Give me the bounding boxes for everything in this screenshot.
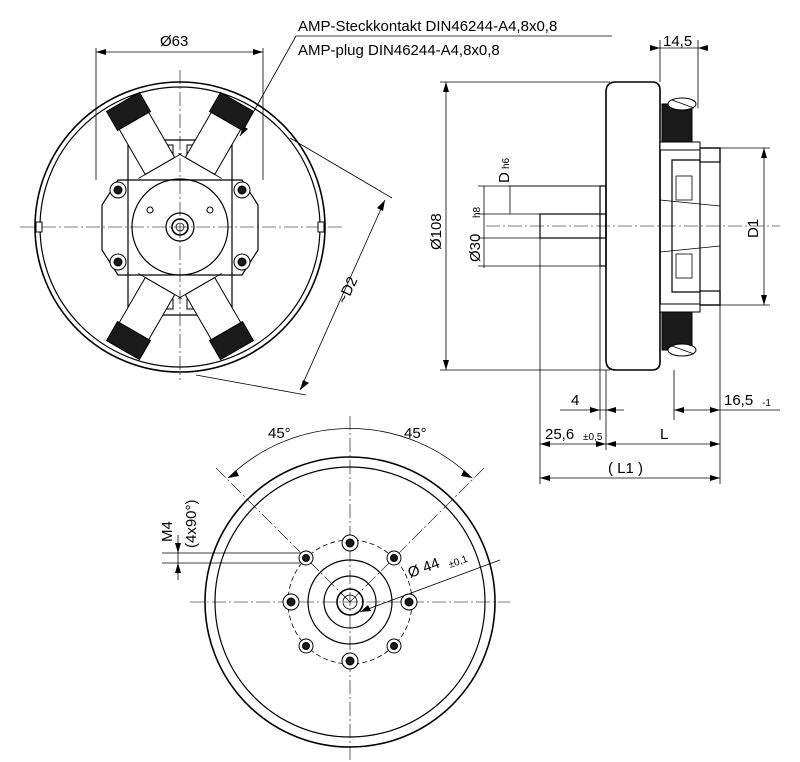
brush-holder-bottom-right xyxy=(178,273,255,361)
dim-d1-label: D1 xyxy=(745,219,762,238)
dim-l-label: L xyxy=(660,426,668,443)
dim-4-label: 4 xyxy=(571,392,579,409)
dim-l1-label: ( L1 ) xyxy=(608,460,643,477)
rear-view: 45° 45° M4 (4x90°) Ø 44 ±0,1 xyxy=(159,416,510,760)
side-view: Ø108 Ø30 h8 D h6 14,5 xyxy=(428,33,780,484)
brush-holder-bottom-left xyxy=(105,273,182,361)
dim-bottom-lines xyxy=(539,238,780,484)
dim-m4 xyxy=(162,535,300,580)
dim-phi30-tol: h8 xyxy=(472,206,483,218)
dim-d1 xyxy=(720,147,770,306)
dim-phi44-tol: ±0,1 xyxy=(447,554,469,571)
dim-phi108-label: Ø108 xyxy=(428,213,445,250)
callout-line1: AMP-Steckkontakt DIN46244-A4,8x0,8 xyxy=(298,18,557,35)
front-screw-heads xyxy=(109,181,251,271)
dim-phi44-label: Ø 44 xyxy=(406,555,442,582)
rear-bolts xyxy=(282,534,418,670)
dim-25-6-label: 25,6 xyxy=(545,426,574,443)
dim-14-5-label: 14,5 xyxy=(663,33,692,50)
dim-d2 xyxy=(195,137,393,396)
dim-16-5-label: 16,5 xyxy=(724,392,753,409)
side-brush-top xyxy=(659,97,701,151)
brush-holder-top-left xyxy=(105,91,182,179)
dim-m4-count: (4x90°) xyxy=(183,499,200,548)
dim-m4-label: M4 xyxy=(159,521,176,542)
front-view: Ø63 ~D2 xyxy=(20,33,393,396)
dim-d2-label: ~D2 xyxy=(334,274,361,307)
dim-phi108 xyxy=(440,81,610,371)
callout-line2: AMP-plug DIN46244-A4,8x0,8 xyxy=(298,42,500,59)
dim-phi30-label: Ø30 xyxy=(467,234,484,262)
dim-dh6-label: D xyxy=(496,172,513,183)
dim-dh6 xyxy=(508,185,600,214)
dim-dh6-tol: h6 xyxy=(501,157,512,169)
angle-right-label: 45° xyxy=(404,425,427,442)
rear-m4-holes xyxy=(298,550,402,654)
brush-holder-top-right xyxy=(178,91,255,179)
dim-25-6-tol: ±0,5 xyxy=(583,432,603,443)
callout-leader xyxy=(239,35,612,137)
side-brush-bottom xyxy=(659,303,701,357)
dim-14-5 xyxy=(650,40,708,108)
dim-16-5-tol: -1 xyxy=(762,398,771,409)
dim-phi63 xyxy=(95,48,264,180)
dim-phi63-label: Ø63 xyxy=(160,33,188,50)
angle-left-label: 45° xyxy=(268,425,291,442)
dim-phi30 xyxy=(478,185,600,268)
dim-phi44 xyxy=(359,559,501,613)
